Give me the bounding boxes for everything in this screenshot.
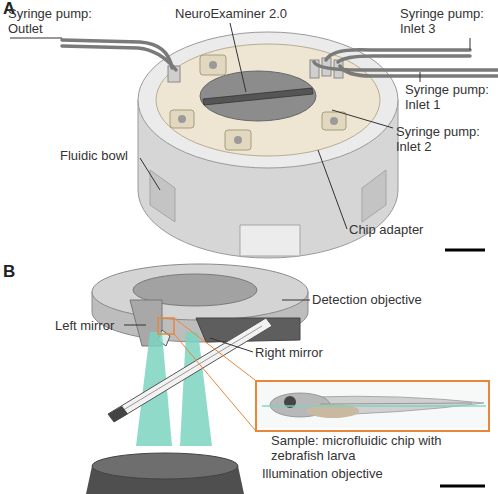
sample-inset-box: Sample: microfluidic chip with zebrafish… [255, 380, 490, 432]
bowl-notch [362, 170, 386, 222]
objective-holder-top [92, 264, 308, 320]
part-label: Left mirror [55, 318, 135, 333]
outlet-tube [62, 46, 176, 70]
screw [330, 117, 338, 125]
chip-end [108, 406, 128, 422]
central-opening [200, 71, 316, 121]
zoom-region [158, 318, 174, 334]
bowl-rim [138, 32, 398, 168]
part-label: Syringe pump: Inlet 2 [396, 124, 491, 154]
part-label: Illumination objective [262, 466, 432, 481]
illumination-objective-drawing [86, 453, 244, 494]
zoom-lines [174, 318, 255, 430]
leader-line [10, 38, 62, 39]
bowl-notch [240, 225, 300, 256]
light-sheet [262, 405, 486, 407]
screw [234, 136, 242, 144]
leader-line [420, 72, 421, 82]
scale-bar [445, 249, 485, 252]
mount-pad [322, 112, 346, 130]
leader-line [140, 158, 160, 190]
bowl-notch [150, 170, 175, 222]
tubing [62, 40, 498, 76]
node-text: Sample: microfluidic chip with zebrafish… [271, 433, 443, 463]
leader-line [470, 38, 471, 50]
light-beam [180, 332, 212, 446]
detection-objective-drawing [92, 264, 308, 346]
leader-line [210, 338, 253, 352]
part-label: Syringe pump: Outlet [8, 6, 103, 36]
scale-bar [440, 485, 485, 488]
inlet-tube [340, 66, 498, 76]
leader-line [282, 300, 310, 301]
part-label: Chip adapter [349, 222, 459, 237]
part-label: Right mirror [255, 345, 355, 360]
part-label: Detection objective [312, 292, 462, 307]
notochord [320, 403, 472, 404]
part-label: NeuroExaminer 2.0 [175, 6, 305, 21]
screw [209, 61, 217, 69]
leader-line [124, 325, 146, 326]
zoom-line [174, 334, 255, 430]
zebrafish-larva [257, 382, 488, 428]
mount-pad [225, 130, 251, 150]
leader-line [230, 23, 246, 92]
leader-line [318, 150, 347, 229]
part-label: Fluidic bowl [60, 148, 150, 163]
mount-pad [170, 110, 194, 128]
panel-letter: B [3, 264, 33, 279]
screw [178, 115, 186, 123]
microfluidic-chip-drawing [108, 318, 272, 422]
inlet-tube [338, 56, 470, 62]
objective-front [92, 453, 238, 479]
neuroexaminer-chip [203, 88, 313, 105]
leader-lines-b [124, 300, 310, 352]
part-label: Syringe pump: Inlet 1 [405, 82, 497, 112]
inset-background [257, 382, 488, 428]
leader-line [332, 110, 393, 128]
mount-pad [200, 55, 226, 75]
part-label: Syringe pump: Inlet 3 [400, 6, 495, 36]
chip-adapter-disc [156, 44, 380, 156]
chip-slide [108, 318, 272, 422]
light-beams [136, 332, 212, 446]
